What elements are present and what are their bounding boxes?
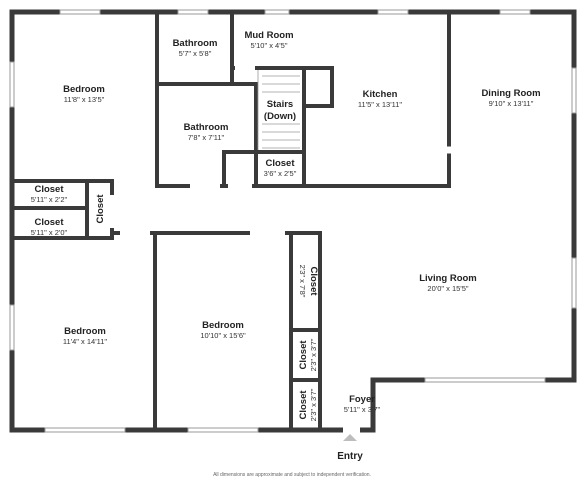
closet-right-low-name: Closet <box>298 390 309 420</box>
foyer-name: Foyer <box>349 394 375 405</box>
living-room-dim: 20'0" x 15'5" <box>427 284 468 293</box>
bedroom-bottom-left-name: Bedroom <box>64 326 106 337</box>
disclaimer-text: All dimensions are approximate and subje… <box>213 472 371 478</box>
kitchen-dim: 11'5" x 13'11" <box>358 100 403 109</box>
bedroom-top-left-name: Bedroom <box>63 84 105 95</box>
dining-room-name: Dining Room <box>481 88 540 99</box>
stairs-name-line1: Stairs <box>267 99 293 110</box>
stairs-treads <box>257 70 300 150</box>
closet-right-mid-name: Closet <box>298 340 309 370</box>
living-room-name: Living Room <box>419 273 477 284</box>
windows <box>9 9 577 433</box>
exterior-walls <box>9 9 577 433</box>
closet-left-top-name: Closet <box>34 184 64 195</box>
mud-room-dim: 5'10" x 4'5" <box>251 41 288 50</box>
interior-walls <box>10 10 451 432</box>
closet-left-bottom-dim: 5'11" x 2'0" <box>31 228 68 237</box>
bathroom-lower-name: Bathroom <box>184 122 229 133</box>
bathroom-lower-dim: 7'8" x 7'11" <box>188 133 225 142</box>
bedroom-top-left-dim: 11'8" x 13'5" <box>64 95 105 104</box>
closet-right-low-dim: 2'3" x 3'7" <box>309 388 318 421</box>
closet-left-top-dim: 5'11" x 2'2" <box>31 195 68 204</box>
entry-arrow-icon <box>343 434 357 441</box>
mud-room-name: Mud Room <box>244 30 293 41</box>
kitchen-name: Kitchen <box>363 89 398 100</box>
bedroom-bottom-mid-dim: 10'10" x 15'6" <box>200 331 246 340</box>
dining-room-dim: 9'10" x 13'11" <box>489 99 534 108</box>
bedroom-bottom-mid-name: Bedroom <box>202 320 244 331</box>
stairs-name-line2: (Down) <box>264 111 296 122</box>
closet-center-dim: 3'6" x 2'5" <box>264 169 297 178</box>
closet-left-bottom-name: Closet <box>34 217 64 228</box>
bedroom-bottom-left-dim: 11'4" x 14'11" <box>63 337 108 346</box>
bathroom-upper-name: Bathroom <box>173 38 218 49</box>
closet-right-mid-dim: 2'3" x 3'7" <box>309 338 318 371</box>
door-openings <box>108 64 451 434</box>
foyer-dim: 5'11" x 3'7" <box>344 405 381 414</box>
bathroom-upper-dim: 5'7" x 5'8" <box>179 49 212 58</box>
entry-label: Entry <box>337 451 363 462</box>
closet-right-tall-name: Closet <box>308 266 319 296</box>
closet-vertical-small-name: Closet <box>95 194 106 224</box>
closet-center-name: Closet <box>265 158 295 169</box>
closet-right-tall-dim: 2'3" x 7'8" <box>298 265 307 298</box>
